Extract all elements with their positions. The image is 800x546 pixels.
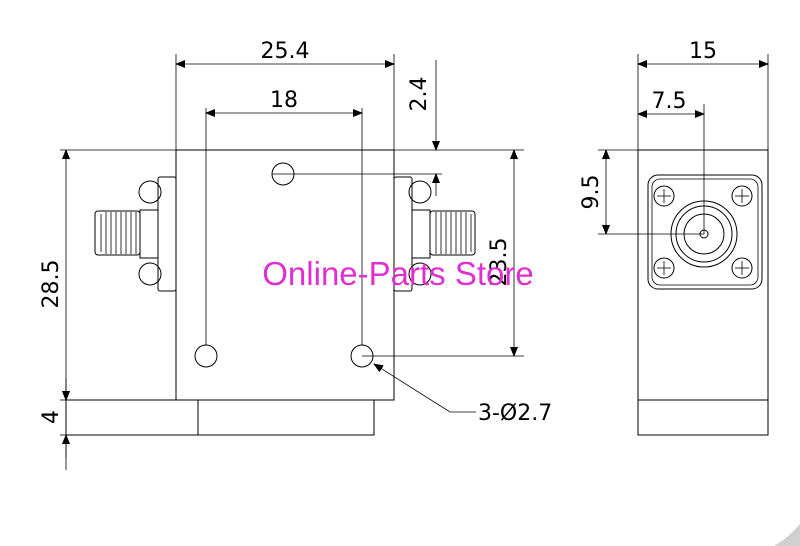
dim-9-5: 9.5 [579,175,604,210]
dim-23-5: 23.5 [487,238,512,287]
connector-flange [647,174,763,290]
hole-callout-leader [373,363,476,413]
flange-screws [653,185,753,279]
side-view: 15 7.5 9.5 [579,39,769,436]
page-curl [774,524,800,546]
right-connector [393,176,476,292]
left-connector [94,176,177,292]
hole-callout-label: 3-Ø2.7 [478,401,552,426]
dim-4: 4 [39,410,64,424]
dim-28-5: 28.5 [39,260,64,309]
watermark-text: Online-Parts Store [262,255,533,292]
dim-25-4: 25.4 [261,39,310,64]
front-view: 25.4 18 2.4 28.5 23.5 4 3-Ø2.7 [39,39,552,470]
dim-15: 15 [689,39,717,64]
base-plate [65,399,375,436]
dim-18: 18 [270,88,298,113]
dim-2-4: 2.4 [407,77,432,112]
side-base-plate [637,399,769,436]
mounting-hole-left [194,344,218,368]
dim-7-5: 7.5 [652,89,687,114]
